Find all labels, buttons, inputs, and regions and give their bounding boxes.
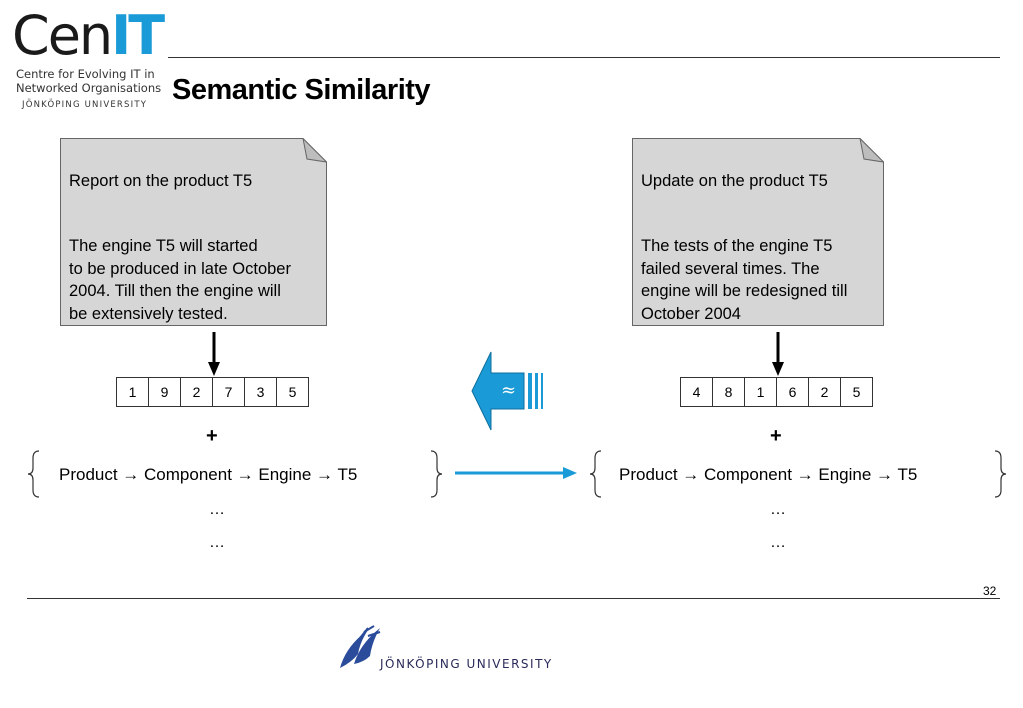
vector-cell: 2 <box>181 378 213 406</box>
right-document: Update on the product T5 The tests of th… <box>632 138 899 326</box>
left-vector: 1 9 2 7 3 5 <box>116 377 309 407</box>
vector-cell: 1 <box>745 378 777 406</box>
left-ellipsis-2: … <box>209 534 225 551</box>
vector-cell: 5 <box>288 384 297 400</box>
left-document-body: The engine T5 will started to be produce… <box>69 237 291 323</box>
slide-title: Semantic Similarity <box>172 74 431 106</box>
right-document-shape <box>632 138 884 326</box>
mapping-arrow-icon <box>455 467 577 479</box>
logo-tagline-line1: Centre for Evolving IT in <box>16 67 155 81</box>
vector-cell: 8 <box>713 378 745 406</box>
right-down-arrow <box>772 332 784 376</box>
similarity-arrow: ≈ <box>471 351 556 431</box>
vector-cell: 3 <box>245 378 277 406</box>
left-down-arrow <box>208 332 220 376</box>
vector-cell: 7 <box>213 378 245 406</box>
right-document-body: The tests of the engine T5 failed severa… <box>641 237 848 323</box>
right-document-title: Update on the product T5 <box>641 172 828 190</box>
left-ellipsis-1: … <box>209 501 225 518</box>
logo-university: JÖNKÖPING UNIVERSITY <box>22 100 148 110</box>
left-plus: + <box>206 425 218 447</box>
left-document: Report on the product T5 The engine T5 w… <box>60 138 327 326</box>
vector-cell: 9 <box>149 378 181 406</box>
block-arrow-icon <box>471 351 543 431</box>
left-document-title: Report on the product T5 <box>69 172 253 190</box>
vector-cell: 2 <box>809 378 841 406</box>
right-plus: + <box>770 425 782 447</box>
vector-cell: 4 <box>681 378 713 406</box>
approx-symbol: ≈ <box>501 380 517 401</box>
footer-rule <box>27 598 1000 599</box>
header-rule <box>168 57 1000 58</box>
vector-cell: 1 <box>117 378 149 406</box>
cenit-logo: CenIT <box>12 4 165 67</box>
left-document-shape <box>60 138 327 326</box>
logo-tagline-line2: Networked Organisations <box>16 81 162 95</box>
left-close-brace <box>430 450 443 498</box>
vector-cell: 6 <box>777 378 809 406</box>
left-concept-path: Product → Component → Engine → T5 <box>59 465 358 484</box>
right-concept-path: Product → Component → Engine → T5 <box>619 465 918 484</box>
university-logo-icon <box>340 625 381 668</box>
vector-cell: 5 <box>852 384 861 400</box>
footer-university-name: JÖNKÖPING UNIVERSITY <box>380 657 553 671</box>
right-close-brace <box>994 450 1007 498</box>
right-ellipsis-1: … <box>770 501 786 518</box>
right-ellipsis-2: … <box>770 534 786 551</box>
left-open-brace <box>27 450 40 498</box>
right-vector: 4 8 1 6 2 5 <box>680 377 873 407</box>
right-open-brace <box>589 450 602 498</box>
page-number: 32 <box>983 584 997 598</box>
